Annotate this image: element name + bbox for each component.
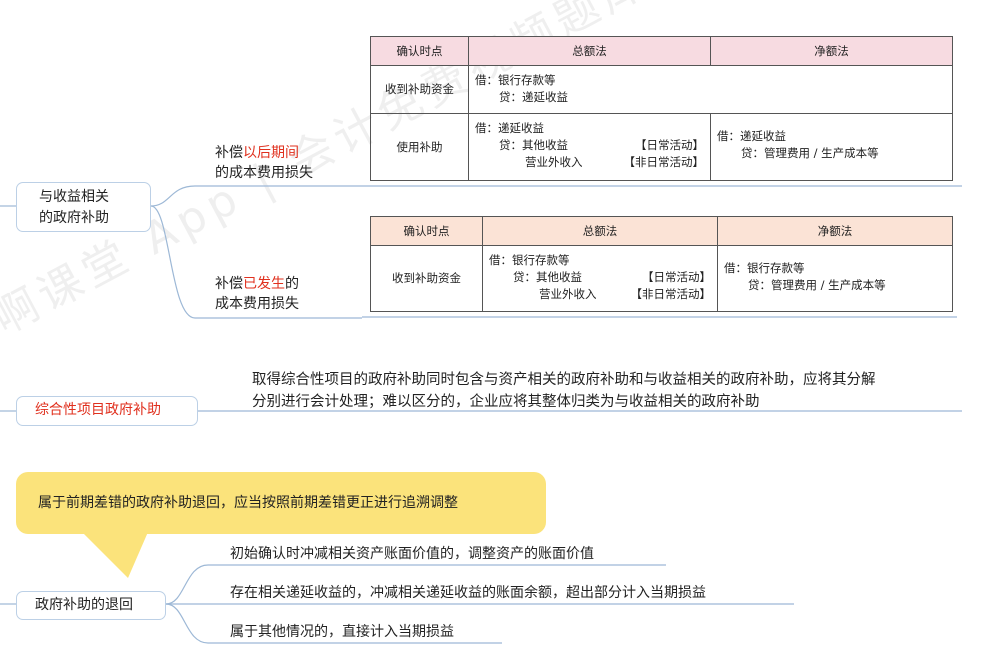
table1-row2-total: 借：递延收益 贷：其他收益 【日常活动】 营业外收入 【非日常活动】 <box>468 113 711 181</box>
node-refund-label: 政府补助的退回 <box>35 597 133 613</box>
branch-past-line2: 成本费用损失 <box>215 296 299 312</box>
refund-item-3[interactable]: 属于其他情况的，直接计入当期损益 <box>230 624 454 640</box>
branch-future-line2: 的成本费用损失 <box>215 165 313 181</box>
refund-item-1[interactable]: 初始确认时冲减相关资产账面价值的，调整资产的账面价值 <box>230 546 594 562</box>
table-future-periods: 确认时点 总额法 净额法 收到补助资金 借：银行存款等 贷：递延收益 使用补助 … <box>370 36 953 181</box>
table1-row2-cat: 使用补助 <box>370 113 469 181</box>
refund-item-2[interactable]: 存在相关递延收益的，冲减相关递延收益的账面余额，超出部分计入当期损益 <box>230 585 706 601</box>
composite-desc-line2: 分别进行会计处理；难以区分的，企业应将其整体归类为与收益相关的政府补助 <box>252 394 760 410</box>
table1-row2-net-l1: 借：递延收益 <box>717 129 786 143</box>
branch-past-post: 的 <box>285 276 299 292</box>
node-income-line1: 与收益相关 <box>39 189 109 205</box>
branch-future-pre: 补偿 <box>215 145 243 161</box>
callout-text: 属于前期差错的政府补助退回，应当按照前期差错更正进行追溯调整 <box>38 495 458 511</box>
node-composite-project[interactable]: 综合性项目政府补助 <box>16 396 198 426</box>
table2-row1-tag-daily: 【日常活动】 <box>642 270 711 284</box>
node-composite-label: 综合性项目政府补助 <box>35 402 161 418</box>
table1-row1-line2: 贷：递延收益 <box>499 90 568 104</box>
callout-tail <box>82 532 148 578</box>
connector-refund-3 <box>165 603 502 644</box>
table1-row2-net-l2: 贷：管理费用 / 生产成本等 <box>741 146 879 160</box>
table2-row1-net-l1: 借：银行存款等 <box>724 261 805 275</box>
table1-header-total: 总额法 <box>468 36 711 66</box>
table-already-incurred: 确认时点 总额法 净额法 收到补助资金 借：银行存款等 贷：其他收益 【日常活动】… <box>370 216 953 312</box>
table2-row1-total-l1: 借：银行存款等 <box>489 253 570 267</box>
table1-header-time: 确认时点 <box>370 36 469 66</box>
table2-row1-cat: 收到补助资金 <box>370 245 483 312</box>
branch-past-pre: 补偿 <box>215 276 243 292</box>
table1-row2-total-l3: 营业外收入 <box>525 155 583 169</box>
table1-row2-total-l1: 借：递延收益 <box>475 121 544 135</box>
connector-refund-1 <box>165 564 666 605</box>
table2-header-net: 净额法 <box>717 216 953 246</box>
table2-row1-net: 借：银行存款等 贷：管理费用 / 生产成本等 <box>717 245 953 312</box>
callout-note: 属于前期差错的政府补助退回，应当按照前期差错更正进行追溯调整 <box>16 472 546 534</box>
table2-row1-tag-nondaily: 【非日常活动】 <box>630 287 712 301</box>
branch-past-highlight: 已发生 <box>243 276 285 292</box>
table2-header-time: 确认时点 <box>370 216 483 246</box>
table1-row2-net: 借：递延收益 贷：管理费用 / 生产成本等 <box>710 113 953 181</box>
node-income-line2: 的政府补助 <box>39 210 109 226</box>
table2-row1-total-l2: 贷：其他收益 <box>513 270 582 284</box>
connector-past <box>150 205 362 319</box>
node-income-related[interactable]: 与收益相关 的政府补助 <box>16 182 151 232</box>
branch-past-label[interactable]: 补偿已发生的 成本费用损失 <box>215 274 299 314</box>
table1-row1-line1: 借：银行存款等 <box>475 73 556 87</box>
table1-row2-tag-nondaily: 【非日常活动】 <box>623 155 705 169</box>
node-refund[interactable]: 政府补助的退回 <box>16 591 166 620</box>
table1-row2-total-l2: 贷：其他收益 <box>499 138 568 152</box>
table2-header-total: 总额法 <box>482 216 718 246</box>
branch-future-highlight: 以后期间 <box>243 145 299 161</box>
connector-future <box>150 185 362 207</box>
composite-desc-line1: 取得综合性项目的政府补助同时包含与资产相关的政府补助和与收益相关的政府补助，应将… <box>252 372 876 388</box>
table1-row2-tag-daily: 【日常活动】 <box>635 138 704 152</box>
branch-future-label[interactable]: 补偿以后期间 的成本费用损失 <box>215 143 313 183</box>
table2-row1-net-l2: 贷：管理费用 / 生产成本等 <box>748 278 886 292</box>
table2-row1-total-l3: 营业外收入 <box>539 287 597 301</box>
table1-row1-cat: 收到补助资金 <box>370 65 469 114</box>
table1-header-net: 净额法 <box>710 36 953 66</box>
composite-description: 取得综合性项目的政府补助同时包含与资产相关的政府补助和与收益相关的政府补助，应将… <box>252 369 876 413</box>
table2-row1-total: 借：银行存款等 贷：其他收益 【日常活动】 营业外收入 【非日常活动】 <box>482 245 718 312</box>
table1-row1-entry: 借：银行存款等 贷：递延收益 <box>468 65 953 114</box>
